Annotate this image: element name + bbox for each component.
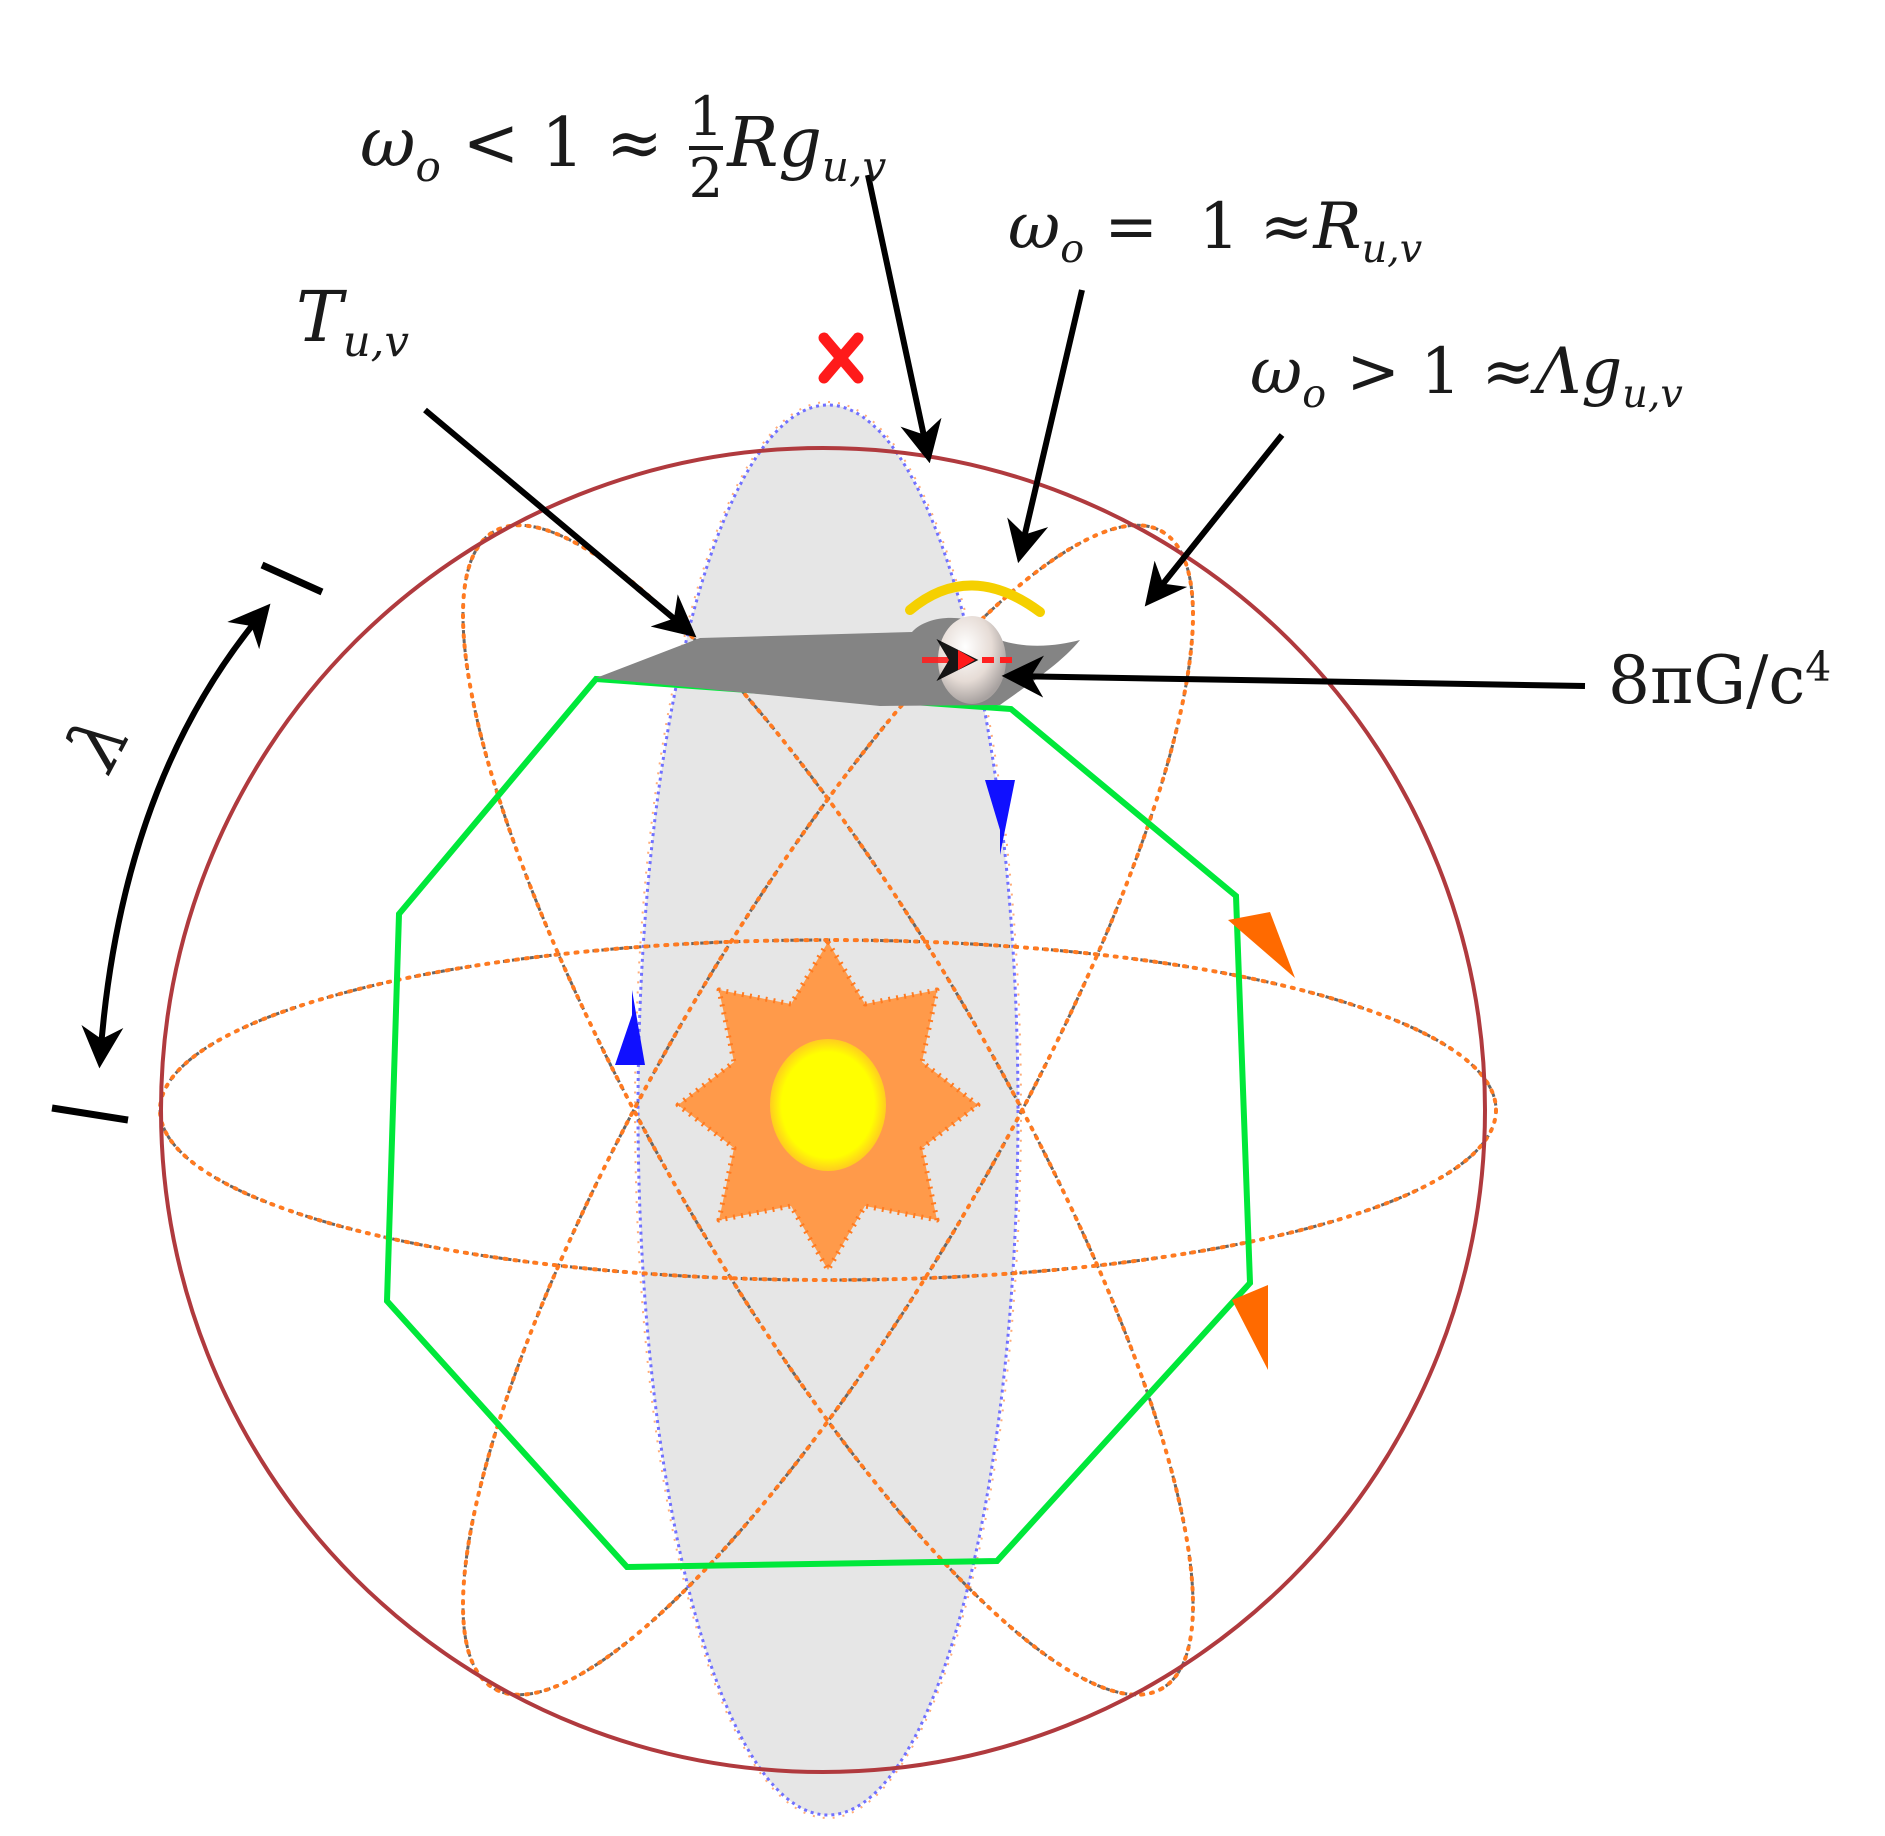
approx: ≈ bbox=[1259, 190, 1314, 264]
omega-subscript: o bbox=[1060, 225, 1085, 272]
relation: < bbox=[462, 103, 520, 183]
leader-arrow-omega-eq bbox=[1007, 289, 1085, 564]
rosette-outline bbox=[158, 523, 1498, 1697]
tail-term: Λg bbox=[1535, 335, 1623, 409]
sun-icon bbox=[675, 939, 981, 1273]
label-omega-eq: ωo = 1 ≈Ru,v bbox=[1008, 195, 1422, 269]
approx: ≈ bbox=[1481, 335, 1536, 409]
orange-arrow-upper-icon bbox=[1228, 912, 1295, 978]
leader-arrow-tensor bbox=[423, 407, 697, 638]
omega-symbol: ω bbox=[360, 103, 416, 183]
leader-arrow-omega-lt bbox=[865, 174, 942, 464]
tensor-subscript: u,v bbox=[342, 317, 409, 368]
fraction-bar bbox=[688, 146, 724, 151]
omega-symbol: ω bbox=[1250, 335, 1303, 409]
coupling-exponent: 4 bbox=[1805, 642, 1832, 691]
leader-arrow-coupling bbox=[1001, 655, 1586, 698]
omega-subscript: o bbox=[415, 141, 441, 191]
label-omega-gt: ωo > 1 ≈Λgu,v bbox=[1250, 340, 1683, 414]
orange-arrow-lower-icon bbox=[1232, 1285, 1268, 1370]
outer-circle bbox=[159, 446, 1487, 1774]
omega-symbol: ω bbox=[1008, 190, 1061, 264]
fraction-numerator: 1 bbox=[688, 85, 724, 148]
blue-arrow-up-icon bbox=[615, 990, 645, 1065]
tail-subscript: u,v bbox=[1361, 225, 1423, 272]
omega-subscript: o bbox=[1302, 370, 1327, 417]
wavelength-arrow bbox=[51, 561, 324, 1124]
value: 1 bbox=[541, 103, 585, 183]
leader-arrows bbox=[423, 174, 1586, 698]
label-stress-energy-tensor: Tu,v bbox=[296, 282, 409, 364]
tail-subscript: u,v bbox=[821, 141, 887, 191]
tail-subscript: u,v bbox=[1622, 370, 1683, 417]
value: 1 bbox=[1420, 335, 1462, 409]
relation: = bbox=[1104, 190, 1159, 264]
label-omega-lt: ωo < 1 ≈ 1 2 Rgu,v bbox=[360, 85, 887, 211]
tail-term: Rg bbox=[727, 103, 822, 183]
tail-term: R bbox=[1313, 190, 1362, 264]
label-coupling-constant: 8πG/c4 bbox=[1608, 646, 1831, 714]
green-octagon bbox=[383, 675, 1254, 1571]
planet-icon bbox=[905, 580, 1045, 704]
coupling-text: 8πG/c bbox=[1608, 642, 1806, 719]
blue-flow-arrows bbox=[615, 780, 1015, 1065]
blue-arrow-down-icon bbox=[985, 780, 1015, 855]
tensor-symbol: T bbox=[296, 276, 343, 358]
top-marker-x-icon bbox=[818, 332, 864, 384]
leader-arrow-omega-gt bbox=[1144, 433, 1285, 607]
value: 1 bbox=[1198, 190, 1240, 264]
fraction: 1 2 bbox=[688, 85, 724, 211]
relation: > bbox=[1346, 335, 1401, 409]
fraction-denominator: 2 bbox=[688, 147, 724, 211]
orange-flow-arrows bbox=[1228, 912, 1295, 1370]
approx: ≈ bbox=[605, 103, 663, 183]
